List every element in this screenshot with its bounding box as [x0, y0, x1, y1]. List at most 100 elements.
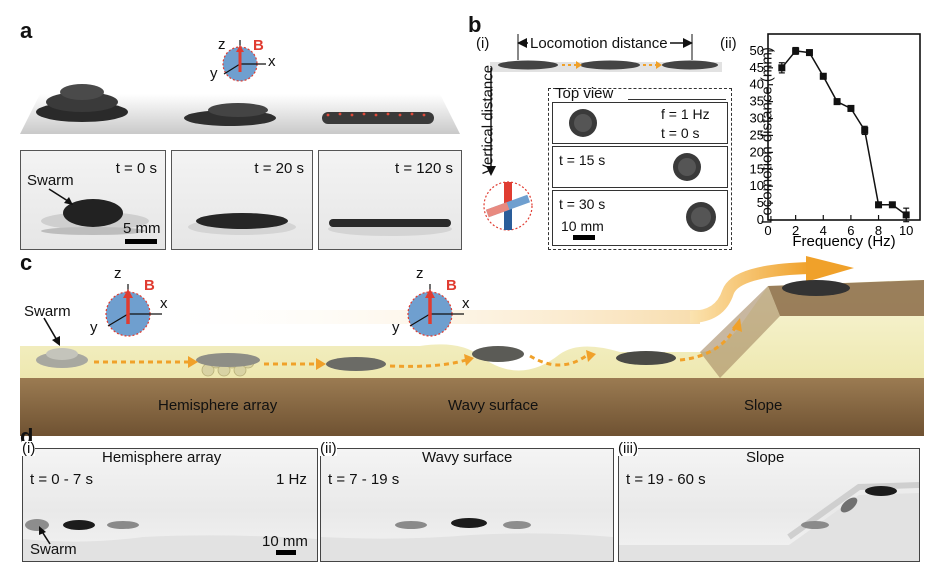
top-view-label: Top view	[555, 85, 614, 102]
swarm-pile-render	[36, 84, 128, 122]
panel-a-render	[20, 40, 460, 134]
x-tick-label: 6	[847, 223, 854, 238]
vertical-distance-label: Vertical distance	[479, 64, 497, 175]
terrain-label-hemisphere: Hemisphere array	[158, 397, 278, 414]
y-tick-label: 50	[750, 43, 764, 58]
panel-a-label: a	[20, 18, 33, 43]
y-tick-label: 45	[750, 60, 764, 75]
frame-i-time: t = 0 - 7 s	[30, 471, 93, 488]
top-view-time-1: t = 0 s	[661, 125, 700, 141]
top-view-scale-label: 10 mm	[561, 218, 604, 234]
photo-1-time: t = 0 s	[115, 160, 157, 177]
x-tick-label: 10	[899, 223, 913, 238]
terrain-label-wavy: Wavy surface	[448, 397, 539, 414]
frame-iii-title: Slope	[746, 449, 785, 466]
chart-ylabel: Locomotion distance (mm)	[758, 47, 776, 224]
vertical-distance-arrow	[486, 68, 496, 176]
x-tick-label: 2	[792, 223, 799, 238]
panel-b-ii-label: (ii)	[720, 35, 737, 52]
y-tick-label: 5	[757, 195, 764, 210]
terrain-render	[20, 256, 924, 436]
swarm-top-view	[686, 202, 716, 232]
top-view-frame-3: t = 30 s 10 mm	[552, 190, 728, 246]
y-tick-label: 15	[750, 161, 764, 176]
panel-d-frame-slope	[618, 448, 920, 562]
series-line	[781, 50, 907, 216]
axis-z-label: z	[114, 265, 122, 282]
swarm-label: Swarm	[24, 303, 71, 320]
data-point	[819, 72, 827, 80]
field-b-label: B	[253, 37, 264, 54]
panel-d-frame-hemisphere	[22, 448, 318, 562]
frame-iii-time: t = 19 - 60 s	[626, 471, 706, 488]
panel-b-i-label: (i)	[476, 35, 490, 52]
terrain-label-slope: Slope	[744, 397, 783, 414]
frame-i-frequency: 1 Hz	[276, 471, 307, 488]
x-tick-label: 8	[875, 223, 882, 238]
magnet-orientation-icon	[483, 181, 533, 231]
frame-i-index: (i)	[22, 440, 36, 457]
panel-a-photo-3: t = 120 s	[318, 150, 462, 250]
data-point	[778, 64, 786, 72]
coordinate-axes-icon	[222, 40, 266, 82]
top-view-frame-1: f = 1 Hz t = 0 s	[552, 102, 728, 144]
swarm-photo-image	[41, 199, 149, 235]
y-tick-label: 25	[750, 127, 764, 142]
chart-plot-area	[767, 33, 921, 221]
frame-iii-index: (iii)	[618, 440, 638, 457]
coordinate-axes-icon	[105, 284, 162, 337]
experiment-photo	[321, 518, 613, 561]
swarm-monolayer-render	[322, 112, 434, 124]
axis-z-label: z	[218, 36, 226, 53]
frame-i-scale-bar	[276, 550, 296, 555]
y-tick-label: 30	[750, 111, 764, 126]
frame-i-title: Hemisphere array	[102, 449, 222, 466]
swarm-top-view	[569, 109, 597, 137]
locomotion-distance-label: Locomotion distance	[528, 35, 670, 52]
panel-b-floor-render	[490, 60, 722, 72]
x-tick-label: 4	[820, 223, 827, 238]
data-point	[861, 126, 869, 134]
swarm-photo-image	[188, 213, 296, 235]
swarm-label: Swarm	[27, 172, 74, 189]
axis-x-label: x	[462, 295, 470, 312]
frame-ii-time: t = 7 - 19 s	[328, 471, 400, 488]
data-point	[875, 201, 883, 209]
coordinate-axes-icon	[407, 284, 464, 337]
photo-3-time: t = 120 s	[395, 160, 453, 177]
y-tick-label: 40	[750, 77, 764, 92]
photo-2-time: t = 20 s	[254, 160, 304, 177]
data-point	[833, 98, 841, 106]
swarm-top-view	[673, 153, 701, 181]
swarm-flattening-render	[184, 103, 276, 126]
panel-d-frame-wavy	[320, 448, 614, 562]
frequency-note: f = 1 Hz	[661, 106, 710, 122]
top-view-frame-2: t = 15 s	[552, 146, 728, 188]
scale-label: 5 mm	[123, 220, 161, 237]
axis-y-label: y	[210, 65, 218, 82]
field-b-label: B	[144, 277, 155, 294]
top-view-box	[548, 88, 732, 250]
top-view-time-3: t = 30 s	[559, 196, 606, 212]
panel-c-label: c	[20, 250, 33, 275]
swarm-photo-image	[328, 219, 452, 236]
frame-ii-title: Wavy surface	[422, 449, 513, 466]
data-point	[902, 211, 910, 219]
swarm-pointer-arrow	[39, 526, 51, 545]
frame-i-scale-label: 10 mm	[262, 533, 308, 550]
axis-x-label: x	[268, 53, 276, 70]
axis-y-label: y	[90, 319, 98, 336]
frame-ii-index: (ii)	[320, 440, 337, 457]
swarm-positions	[36, 280, 850, 371]
y-tick-label: 0	[757, 212, 764, 227]
top-view-scale-bar	[573, 235, 595, 240]
data-point	[805, 49, 813, 57]
y-tick-label: 35	[750, 94, 764, 109]
x-tick-label: 0	[764, 223, 771, 238]
axis-y-label: y	[392, 319, 400, 336]
panel-b-label: b	[468, 12, 482, 37]
y-tick-label: 10	[750, 178, 764, 193]
top-view-underline	[628, 99, 726, 100]
y-tick-label: 20	[750, 144, 764, 159]
